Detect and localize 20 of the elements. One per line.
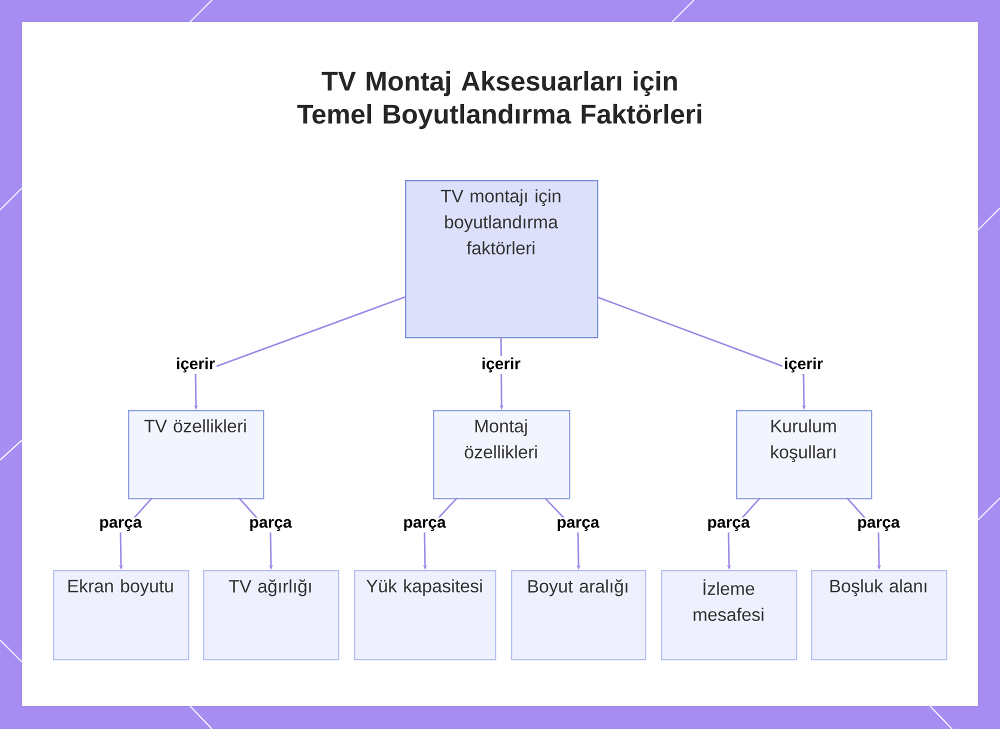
edge-label: içerir [782,356,825,374]
leaf-box: Ekran boyutu [53,570,190,660]
edge-label: parça [856,518,902,532]
edge-label: parça [98,518,144,532]
leaf-box: TV ağırlığı [203,570,340,660]
edge-label: parça [706,518,752,532]
edge-label: parça [248,518,294,532]
leaf-box: Boyut aralığı [511,570,646,660]
edge-label: içerir [174,356,217,374]
category-box: TV özellikleri [128,410,264,500]
edge-label: içerir [480,356,522,374]
category-box: Kurulum koşulları [736,410,872,500]
leaf-box: Boşluk alanı [811,570,948,660]
leaf-box: İzleme mesafesi [661,570,798,660]
edge-label: parça [555,518,601,532]
edge-label: parça [402,518,448,532]
root-box: TV montajı için boyutlandırma faktörleri [405,180,598,338]
title: TV Montaj Aksesuarları için Temel Boyutlandırma Faktörleri [297,70,702,130]
leaf-box: Yük kapasitesi [354,570,496,660]
category-box: Montaj özellikleri [433,410,570,500]
